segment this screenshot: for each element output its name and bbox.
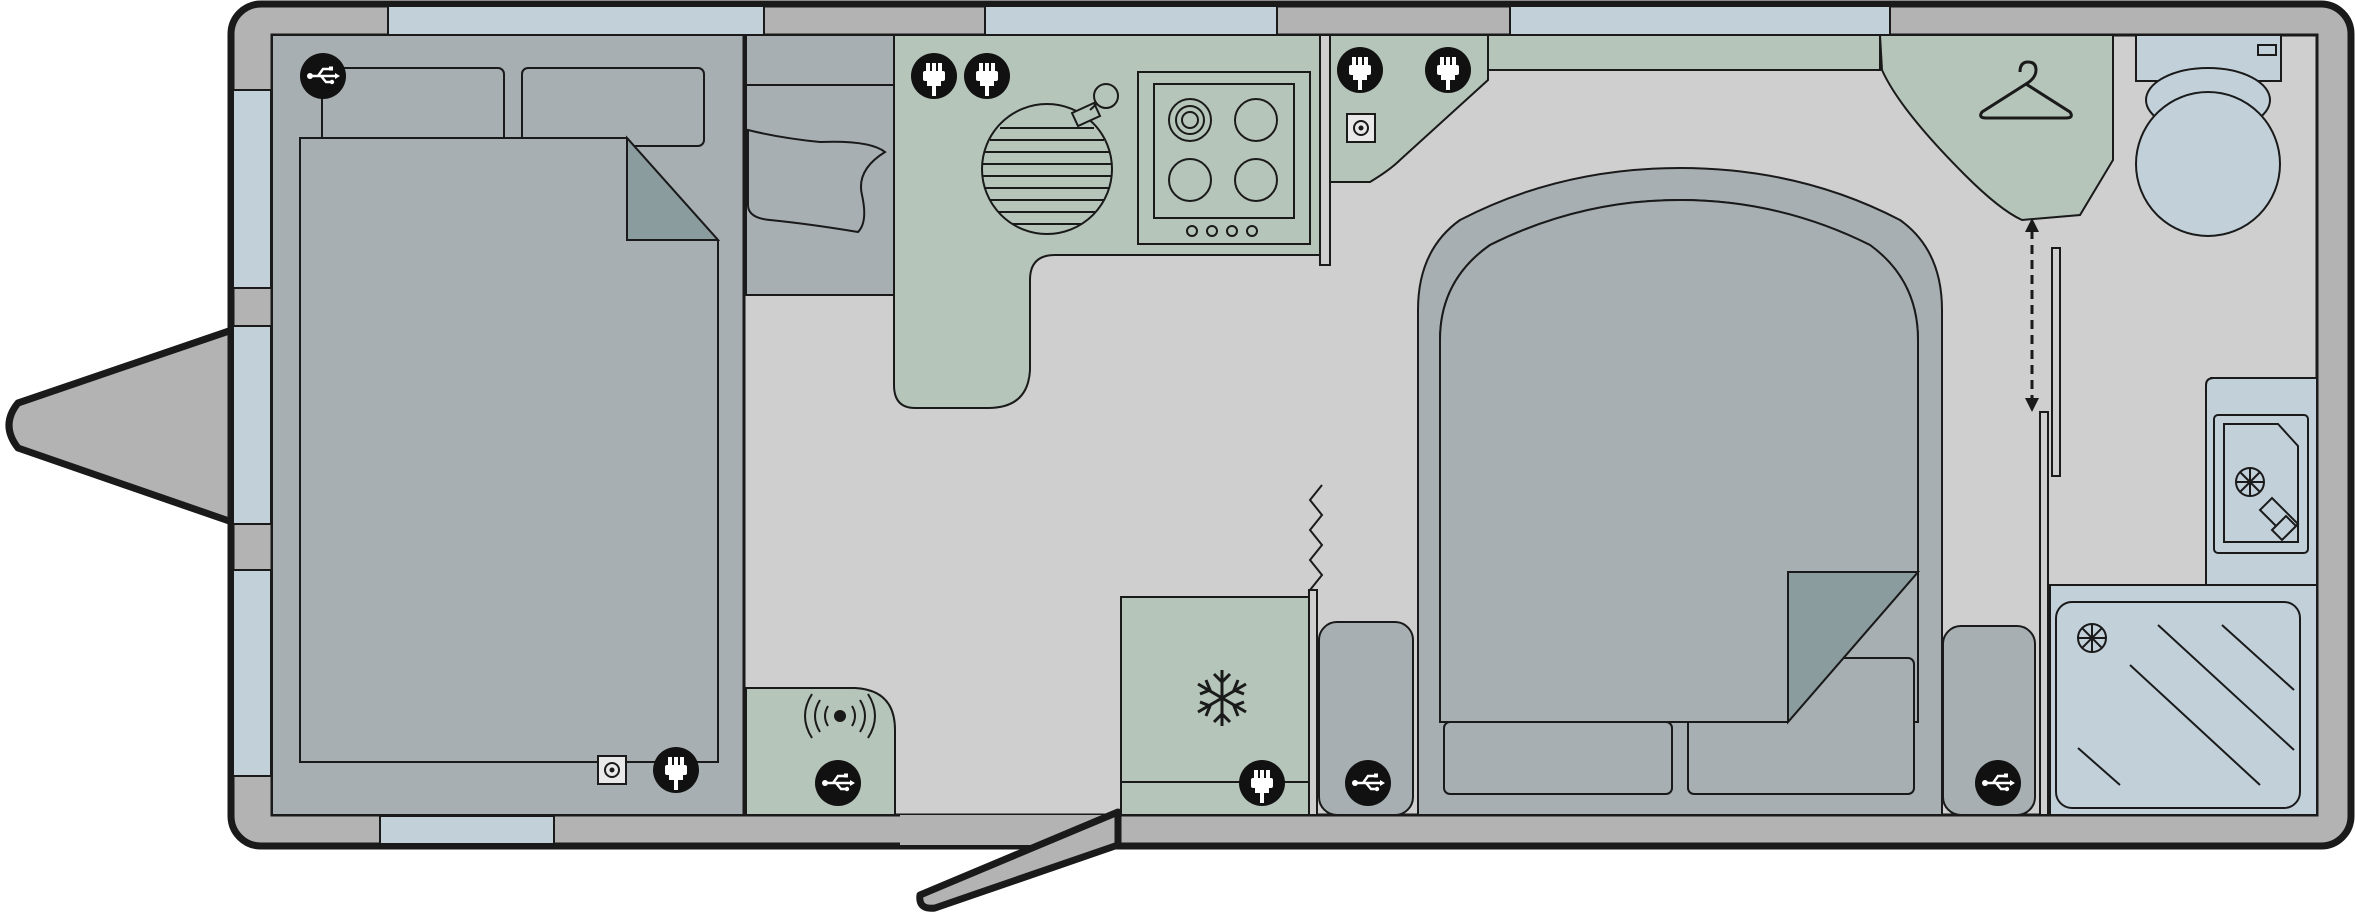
plug-icon-4 (1425, 47, 1471, 93)
pillow-right (521, 67, 705, 147)
entrance-door[interactable] (900, 808, 1122, 912)
shower[interactable] (2049, 584, 2318, 816)
heater-icon (1308, 484, 1324, 591)
rear-bathroom (2049, 34, 2318, 816)
fridge[interactable] (1120, 589, 1318, 816)
wifi-cabinet (745, 687, 896, 816)
kitchen-worktop (893, 34, 1331, 409)
island-bed[interactable] (299, 135, 721, 763)
mains-socket-icon (1239, 760, 1285, 806)
plug-icon-2 (964, 53, 1010, 99)
lounge-seating-arch[interactable] (1417, 166, 1943, 816)
shower-drain-icon (2077, 623, 2107, 653)
tv-aerial-point-icon (1346, 113, 1376, 143)
side-seat-left[interactable] (1318, 621, 1414, 816)
hob[interactable] (1137, 71, 1311, 245)
snowflake-icon (1197, 670, 1247, 726)
round-sink[interactable] (981, 83, 1119, 235)
plug-icon-1 (911, 53, 957, 99)
front-bedroom (271, 34, 746, 816)
basin-tap[interactable] (2258, 496, 2300, 542)
wash-basin[interactable] (2205, 377, 2318, 586)
kitchen-corner-unit (1329, 34, 1489, 183)
mains-socket-icon (653, 747, 699, 793)
front-storage-cabinet (745, 34, 895, 296)
sliding-door-arrow-icon (2025, 218, 2039, 412)
usb-socket-icon (1343, 758, 1393, 808)
usb-socket-icon (813, 758, 863, 808)
drain-icon (2235, 467, 2265, 497)
plug-icon-3 (1337, 47, 1383, 93)
windows (232, 5, 1891, 845)
lounge (1318, 166, 2036, 816)
wifi-icon (804, 693, 876, 739)
overhead-locker (1487, 34, 1881, 71)
pillow-left (321, 67, 505, 147)
bathroom-partition (2039, 247, 2061, 816)
a-frame-drawbar (5, 326, 236, 526)
usb-socket-icon (1973, 758, 2023, 808)
tap[interactable] (1070, 83, 1119, 128)
usb-socket-icon (298, 51, 348, 101)
tv-aerial-point-icon (597, 755, 627, 785)
toilet[interactable] (2135, 34, 2282, 237)
hanger-icon (1979, 60, 2073, 120)
wardrobe[interactable] (1878, 34, 2114, 222)
cushion (747, 128, 887, 234)
